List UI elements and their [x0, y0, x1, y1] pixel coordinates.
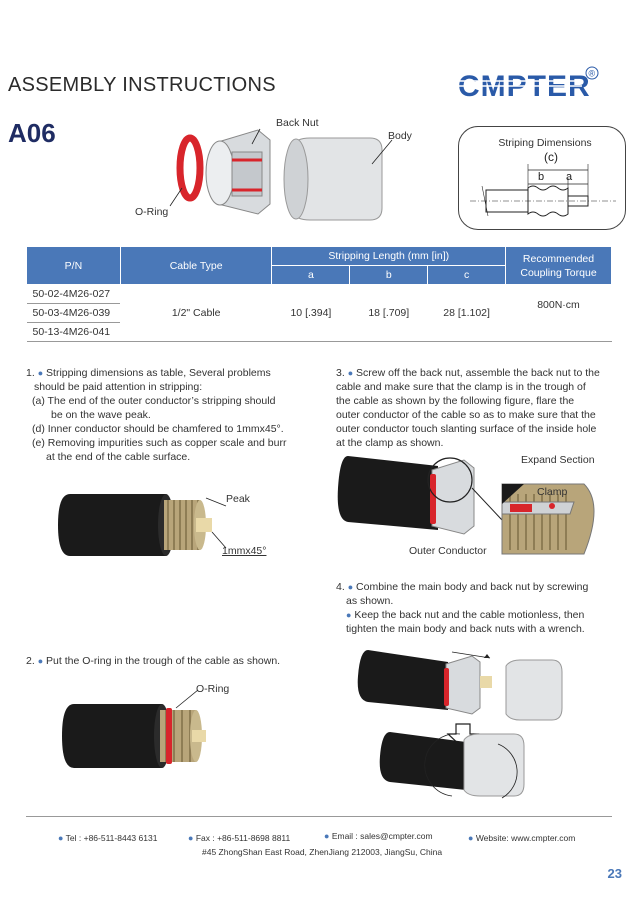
bullet-icon: ● — [346, 610, 352, 620]
step-1-line: should be paid attention in stripping: — [34, 381, 203, 393]
step-3-line: at the clamp as shown. — [336, 437, 444, 449]
o-ring-label: O-Ring — [196, 683, 230, 695]
o-ring-label: O-Ring — [135, 206, 169, 218]
step-1-line: Stripping dimensions as table, Several p… — [46, 367, 271, 379]
step-3-line: the cable as shown by the following figu… — [336, 395, 575, 407]
expand-section-label: Expand Section — [521, 454, 595, 466]
step-3-text: 3. ● Screw off the back nut, assemble th… — [336, 366, 602, 450]
step-4-text: 4. ● Combine the main body and back nut … — [336, 580, 602, 636]
bullet-icon: ● — [188, 833, 194, 843]
step-3-line: Screw off the back nut, assemble the bac… — [356, 367, 600, 379]
step-2-line: Put the O-ring in the trough of the cabl… — [46, 655, 281, 667]
cable-type-cell: 1/2" Cable — [120, 284, 272, 342]
footer-divider — [26, 816, 612, 817]
pn-cell: 50-03-4M26-039 — [26, 303, 121, 323]
step-1-line: at the end of the cable surface. — [46, 451, 191, 463]
step-3-line: outer conductor of the cable so as to ma… — [336, 409, 596, 421]
product-code: A06 — [8, 118, 56, 148]
step-1-text: 1. ● Stripping dimensions as table, Seve… — [26, 366, 316, 464]
chamfer-label: 1mmx45° — [222, 545, 267, 557]
back-nut-assembly-illustration — [337, 456, 595, 555]
th-stripping-length: Stripping Length (mm [in]) — [271, 246, 507, 266]
strip-b-cell: 18 [.709] — [349, 284, 428, 342]
bullet-icon: ● — [58, 833, 64, 843]
footer-fax: ● Fax : +86-511-8698 8811 — [188, 833, 291, 843]
step-3-number: 3. — [336, 367, 345, 379]
bullet-icon: ● — [468, 833, 474, 843]
step-4-line: as shown. — [346, 595, 394, 607]
step-1-line: be on the wave peak. — [51, 409, 151, 421]
pn-cell: 50-02-4M26-027 — [26, 284, 121, 304]
brand-logo: CMPTER ® — [454, 64, 604, 106]
bullet-icon: ● — [347, 582, 354, 592]
th-cable-type: Cable Type — [119, 246, 273, 285]
step-1-line: (a) The end of the outer conductor’s str… — [32, 395, 276, 407]
th-a: a — [271, 265, 351, 285]
page-number: 23 — [607, 866, 622, 881]
body-label: Body — [388, 130, 412, 142]
bullet-icon: ● — [347, 368, 354, 378]
connector-exploded-illustration — [169, 128, 393, 221]
strip-a-cell: 10 [.394] — [271, 284, 350, 342]
pn-cell: 50-13-4M26-041 — [26, 322, 121, 342]
step-2-text: 2. ● Put the O-ring in the trough of the… — [26, 654, 316, 668]
callout-dim-b: b — [538, 171, 545, 183]
callout-title: Striping Dimensions — [498, 137, 592, 149]
step-1-number: 1. — [26, 367, 35, 379]
strip-c-cell: 28 [1.102] — [427, 284, 506, 342]
back-nut-label: Back Nut — [276, 117, 319, 129]
body-tightening-illustration — [357, 650, 563, 799]
step-1-line: (d) Inner conductor should be chamfered … — [32, 423, 284, 435]
th-torque: Recommended Coupling Torque — [505, 246, 612, 285]
torque-cell: 800N·cm — [505, 284, 612, 342]
peak-label: Peak — [226, 493, 250, 505]
striping-dimensions-callout — [458, 126, 626, 230]
striping-dimensions-drawing — [470, 164, 616, 217]
outer-conductor-label: Outer Conductor — [409, 545, 487, 557]
footer-email[interactable]: ● Email : sales@cmpter.com — [324, 831, 433, 841]
footer-tel: ● Tel : +86-511-8443 6131 — [58, 833, 158, 843]
bullet-icon: ● — [37, 656, 44, 666]
step-4-line: Keep the back nut and the cable motionle… — [354, 609, 585, 621]
step-4-line: Combine the main body and back nut by sc… — [356, 581, 589, 593]
stripped-cable-illustration — [58, 494, 227, 556]
step-4-line: tighten the main body and back nuts with… — [346, 623, 585, 635]
bullet-icon: ● — [37, 368, 44, 378]
th-c: c — [427, 265, 507, 285]
footer-address: #45 ZhongShan East Road, ZhenJiang 21200… — [202, 847, 443, 857]
step-2-number: 2. — [26, 655, 35, 667]
step-3-line: cable and make sure that the clamp is in… — [336, 381, 586, 393]
step-1-line: (e) Removing impurities such as copper s… — [32, 437, 287, 449]
spec-table: P/N Cable Type Stripping Length (mm [in]… — [26, 246, 612, 342]
footer-website[interactable]: ● Website: www.cmpter.com — [468, 833, 576, 843]
registered-mark: ® — [589, 69, 596, 79]
callout-dim-c: (c) — [544, 150, 558, 164]
step-4-number: 4. — [336, 581, 345, 593]
bullet-icon: ● — [324, 831, 330, 841]
th-pn: P/N — [26, 246, 121, 285]
th-b: b — [349, 265, 429, 285]
step-3-line: outer conductor touch slanting surface o… — [336, 423, 597, 435]
callout-dim-a: a — [566, 171, 573, 183]
cable-with-oring-illustration — [62, 690, 206, 768]
clamp-label: Clamp — [537, 486, 568, 498]
page-title: ASSEMBLY INSTRUCTIONS — [8, 74, 276, 96]
